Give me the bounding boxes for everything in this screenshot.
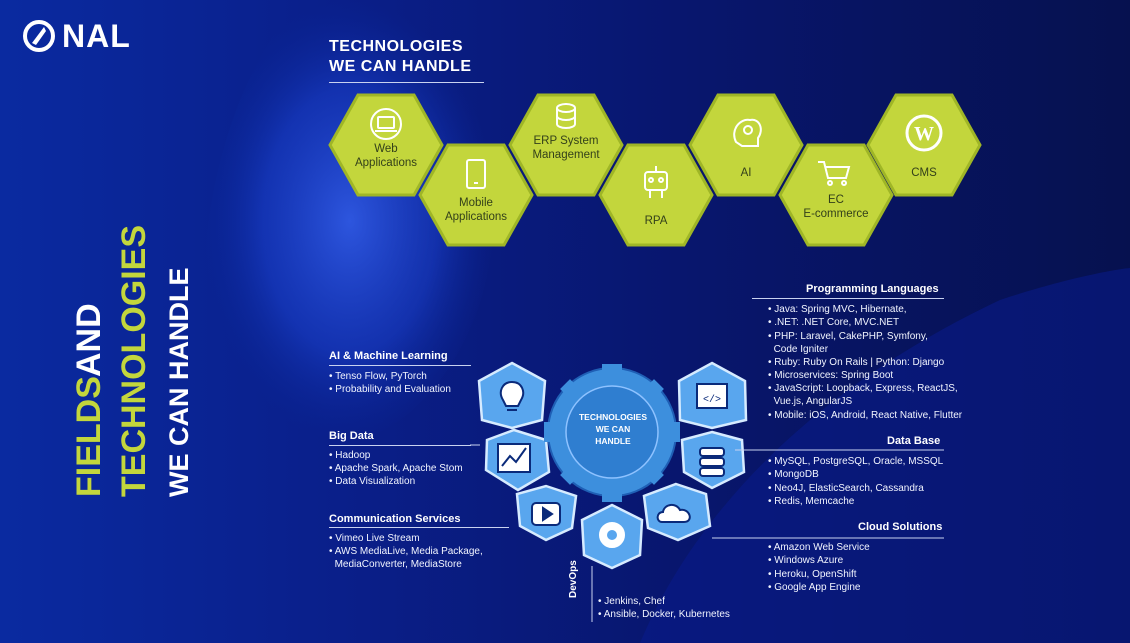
- big-data-title: Big Data: [329, 430, 374, 442]
- comm-services-title: Communication Services: [329, 513, 461, 525]
- hex-web: [328, 93, 444, 197]
- comm-services-item: Vimeo Live Stream: [329, 532, 419, 546]
- mobile-icon: [466, 159, 486, 189]
- side-title-and: AND: [70, 303, 108, 377]
- database-item: Redis, Memcache: [768, 495, 854, 509]
- brand-logo: NAL: [22, 18, 131, 54]
- hex-cms-label: CMS: [911, 167, 937, 179]
- prog-languages-item: Mobile: iOS, Android, React Native, Flut…: [768, 409, 962, 423]
- prog-languages-item: .NET: .NET Core, MVC.NET: [768, 316, 899, 330]
- lightbulb-icon: [499, 380, 525, 411]
- svg-text:W: W: [914, 123, 934, 145]
- cloud-solutions-item: Windows Azure: [768, 554, 843, 568]
- server-icon: [699, 447, 725, 477]
- heading-underline: [329, 82, 484, 83]
- database-item: MySQL, PostgreSQL, Oracle, MSSQL: [768, 455, 943, 469]
- gear-icon: [599, 522, 625, 548]
- hex-erp: [508, 93, 624, 197]
- big-data-underline: [329, 445, 471, 446]
- database-item: MongoDB: [768, 468, 818, 482]
- prog-languages-item: Java: Spring MVC, Hibernate,: [768, 303, 906, 317]
- big-data-item: Hadoop: [329, 449, 370, 463]
- laptop-icon: [370, 108, 402, 140]
- prog-languages-item: Vue.js, AngularJS: [773, 396, 853, 407]
- side-title-handle: WE CAN HANDLE: [164, 268, 190, 498]
- brain-gear-icon: [733, 118, 762, 147]
- ai-ml-item: Tenso Flow, PyTorch: [329, 370, 427, 384]
- devops-item: Jenkins, Chef: [598, 595, 665, 609]
- hex-rpa: [598, 143, 714, 247]
- cart-icon: [818, 161, 851, 186]
- ai-ml-underline: [329, 365, 471, 366]
- comm-services-item: AWS MediaLive, Media Package,: [329, 545, 483, 559]
- comm-services-item: MediaConverter, MediaStore: [334, 559, 462, 570]
- prog-languages-underline: [752, 298, 944, 299]
- cloud-solutions-item: Amazon Web Service: [768, 541, 870, 555]
- robot-icon: [644, 166, 668, 198]
- comm-services-underline: [329, 527, 509, 528]
- center-gear: [544, 364, 680, 502]
- hex-ec: [778, 143, 894, 247]
- prog-languages-item: Ruby: Ruby On Rails | Python: Django: [768, 356, 944, 370]
- chart-icon: [497, 443, 531, 473]
- hex-mobile: [418, 143, 534, 247]
- nal-logo-icon: [23, 20, 55, 52]
- heading-line-2: WE CAN HANDLE: [329, 58, 472, 75]
- devops-item: Ansible, Docker, Kubernetes: [598, 608, 730, 622]
- database-item: Neo4J, ElasticSearch, Cassandra: [768, 482, 924, 496]
- wordpress-icon: W: [905, 114, 943, 152]
- database-icon: [556, 103, 576, 129]
- database-title: Data Base: [887, 435, 941, 447]
- code-window-icon: </>: [696, 383, 728, 409]
- side-title-fields: FIELDS: [70, 376, 108, 497]
- video-play-icon: [531, 502, 561, 526]
- brand-name: NAL: [62, 18, 131, 54]
- ai-ml-title: AI & Machine Learning: [329, 350, 448, 362]
- hex-cms: [866, 93, 982, 197]
- heading-line-1: TECHNOLOGIES: [329, 38, 464, 55]
- cloud-solutions-item: Google App Engine: [768, 581, 860, 595]
- cloud-solutions-title: Cloud Solutions: [858, 521, 943, 533]
- svg-text:</>: </>: [703, 394, 721, 406]
- prog-languages-item: Microservices: Spring Boot: [768, 369, 893, 383]
- cloud-solutions-item: Heroku, OpenShift: [768, 568, 856, 582]
- cloud-icon: [656, 504, 691, 523]
- side-title: FIELDS AND TECHNOLOGIES WE CAN HANDLE: [70, 225, 190, 498]
- big-data-item: Data Visualization: [329, 475, 415, 489]
- prog-languages-item: JavaScript: Loopback, Express, ReactJS,: [768, 382, 957, 396]
- side-title-technologies: TECHNOLOGIES: [115, 225, 153, 497]
- prog-languages-title: Programming Languages: [806, 283, 939, 295]
- technologies-heading: TECHNOLOGIES WE CAN HANDLE: [329, 37, 472, 77]
- prog-languages-item: Code Igniter: [773, 344, 829, 355]
- prog-languages-item: PHP: Laravel, CakePHP, Symfony,: [768, 330, 928, 344]
- ai-ml-item: Probability and Evaluation: [329, 383, 451, 397]
- hex-ai-label: AI: [740, 167, 752, 179]
- hex-rpa-label: RPA: [644, 215, 668, 227]
- big-data-item: Apache Spark, Apache Stom: [329, 462, 463, 476]
- devops-title: DevOps: [568, 560, 579, 598]
